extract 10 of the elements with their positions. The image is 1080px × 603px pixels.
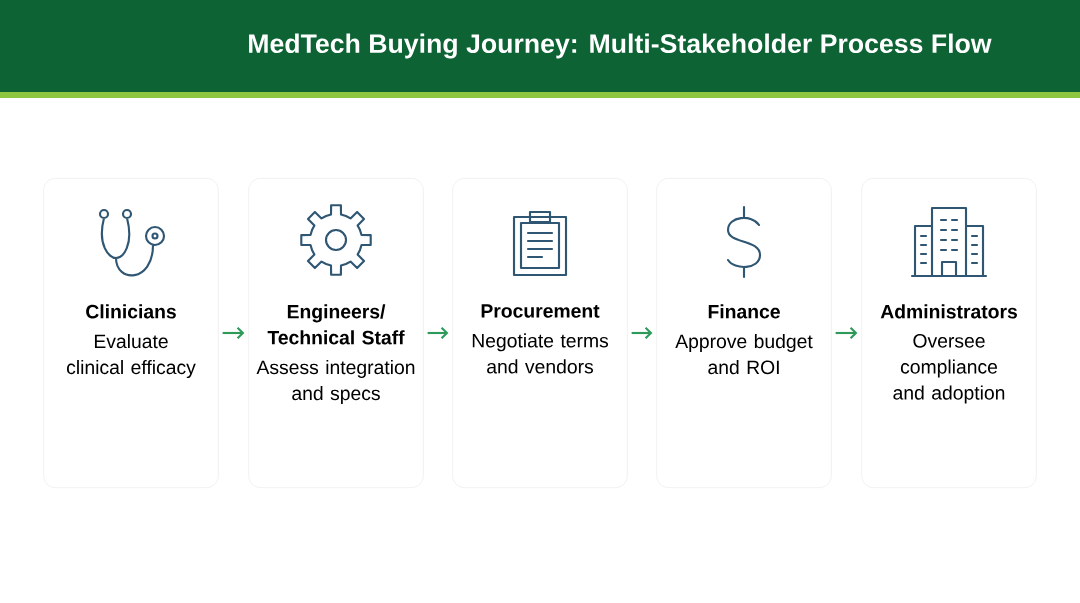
stakeholder-card: Engineers/ Technical Staff Assess integration and specs bbox=[248, 178, 424, 488]
arrow bbox=[835, 326, 858, 340]
stakeholder-card: Administrators Oversee compliance and adoption bbox=[861, 178, 1037, 488]
stakeholder-card: Procurement Negotiate terms and vendors bbox=[452, 178, 628, 488]
stakeholder-card: Finance Approve budget and ROI bbox=[656, 178, 832, 488]
arrow bbox=[631, 326, 653, 340]
arrow bbox=[427, 326, 449, 340]
arrow bbox=[222, 326, 245, 340]
title: MedTech Buying Journey: Multi-Stakeholder Process Flow bbox=[249, 33, 992, 59]
stakeholder-card: Clinicians Evaluate clinical efficacy bbox=[43, 178, 219, 488]
